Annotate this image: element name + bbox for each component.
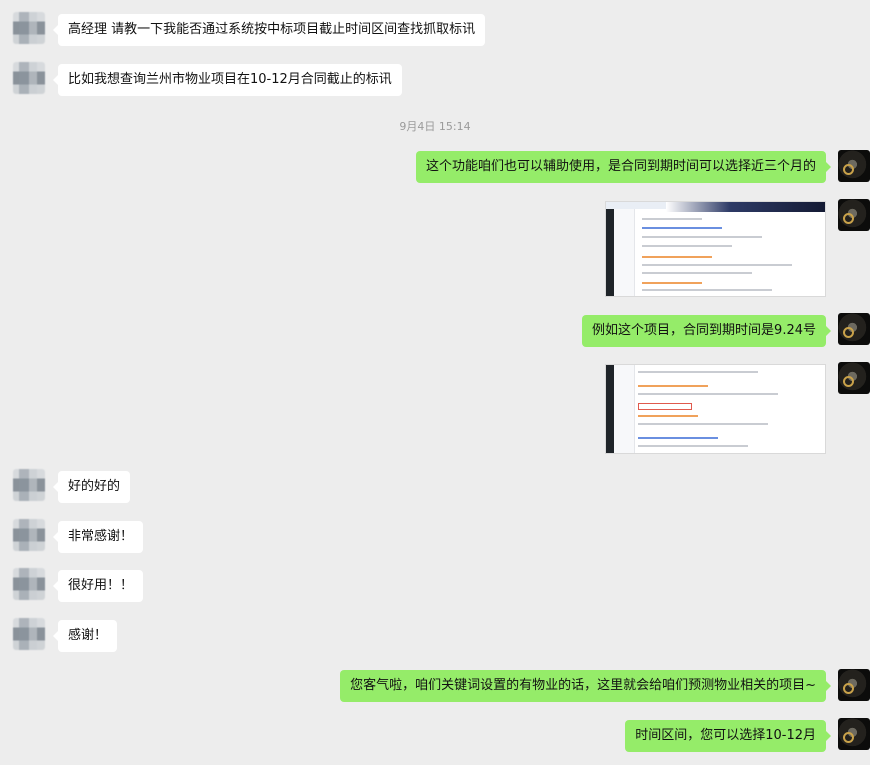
my-avatar[interactable] xyxy=(838,150,870,182)
screenshot-line xyxy=(642,264,792,266)
screenshot-line xyxy=(642,227,722,229)
screenshot-line xyxy=(642,218,702,220)
screenshot-line xyxy=(642,272,752,274)
my-avatar[interactable] xyxy=(838,718,870,750)
screenshot-line xyxy=(638,385,708,387)
contact-avatar[interactable] xyxy=(13,62,45,94)
contact-avatar[interactable] xyxy=(13,12,45,44)
contact-avatar[interactable] xyxy=(13,618,45,650)
screenshot-highlight xyxy=(638,403,692,410)
screenshot-line xyxy=(638,423,768,425)
message-bubble[interactable]: 时间区间，您可以选择10-12月 xyxy=(625,720,831,752)
screenshot-line xyxy=(638,371,758,373)
message-timestamp: 9月4日 15:14 xyxy=(399,120,471,133)
screenshot-line xyxy=(638,445,748,447)
contact-avatar[interactable] xyxy=(13,469,45,501)
screenshot-sidebar xyxy=(614,365,635,453)
message-bubble[interactable]: 高经理 请教一下我能否通过系统按中标项目截止时间区间查找抓取标讯 xyxy=(52,14,486,46)
contact-avatar[interactable] xyxy=(13,568,45,600)
screenshot-nav xyxy=(606,365,614,453)
screenshot-line xyxy=(638,393,778,395)
my-avatar[interactable] xyxy=(838,313,870,345)
image-message-project-detail[interactable] xyxy=(605,364,826,454)
screenshot-sidebar xyxy=(614,209,635,296)
message-bubble[interactable]: 感谢！ xyxy=(52,620,118,652)
my-avatar[interactable] xyxy=(838,362,870,394)
message-bubble[interactable]: 比如我想查询兰州市物业项目在10-12月合同截止的标讯 xyxy=(53,64,402,96)
screenshot-line xyxy=(638,415,698,417)
message-bubble[interactable]: 非常感谢！ xyxy=(52,521,144,553)
screenshot-nav xyxy=(606,209,614,296)
my-avatar[interactable] xyxy=(838,199,870,231)
message-bubble[interactable]: 您客气啦，咱们关键词设置的有物业的话，这里就会给咱们预测物业相关的项目~ xyxy=(340,670,831,702)
message-bubble[interactable]: 好的好的 xyxy=(52,471,131,503)
message-bubble[interactable]: 很好用！！ xyxy=(52,570,144,602)
screenshot-line xyxy=(642,236,762,238)
message-bubble[interactable]: 例如这个项目，合同到期时间是9.24号 xyxy=(582,315,831,347)
my-avatar[interactable] xyxy=(838,669,870,701)
message-bubble[interactable]: 这个功能咱们也可以辅助使用，是合同到期时间可以选择近三个月的 xyxy=(415,151,832,183)
screenshot-banner xyxy=(666,202,825,212)
screenshot-line xyxy=(642,282,702,284)
screenshot-line xyxy=(642,256,712,258)
screenshot-line xyxy=(642,289,772,291)
image-message-search-results[interactable] xyxy=(605,201,826,297)
screenshot-line xyxy=(642,245,732,247)
contact-avatar[interactable] xyxy=(13,519,45,551)
screenshot-line xyxy=(638,437,718,439)
